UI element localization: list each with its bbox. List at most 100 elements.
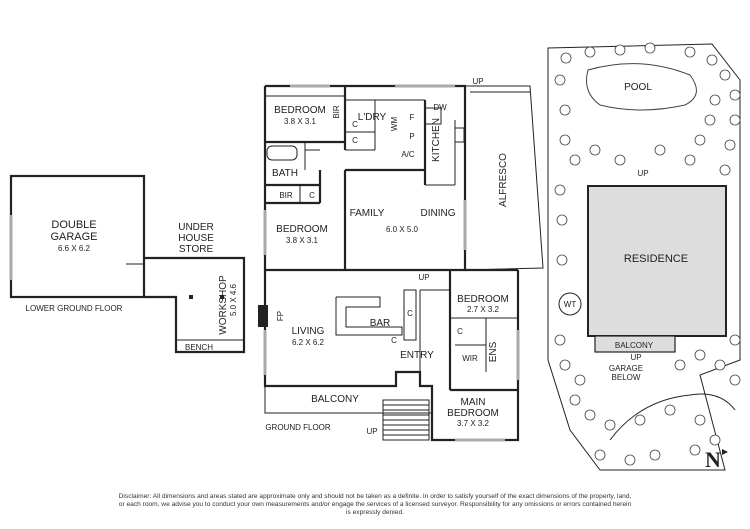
tree-icon bbox=[624, 454, 636, 466]
entry-label: ENTRY bbox=[400, 350, 434, 361]
family-label: FAMILY bbox=[350, 208, 385, 219]
balcony-rail bbox=[264, 386, 432, 414]
water-tank bbox=[558, 292, 582, 316]
site-up-label: UP bbox=[637, 169, 648, 178]
bar-cabinet bbox=[403, 289, 417, 341]
kitchen-label: KITCHEN bbox=[431, 118, 442, 162]
tree-icon bbox=[689, 444, 701, 456]
ground-floor: BEDROOM 3.8 X 3.1 BIR L'DRY C C WM F DW … bbox=[258, 77, 544, 442]
cupboard-label: C bbox=[457, 327, 463, 336]
driveway bbox=[609, 393, 736, 441]
garage-label: GARAGE bbox=[50, 231, 97, 243]
tree-icon bbox=[604, 419, 616, 431]
garage-below-label: GARAGE bbox=[609, 364, 643, 373]
dining-label: DINING bbox=[421, 208, 456, 219]
ens-label: ENS bbox=[488, 341, 499, 362]
bedroom-label: BEDROOM bbox=[276, 224, 328, 235]
pool bbox=[586, 63, 697, 111]
main-bedroom-size: 3.7 X 3.2 bbox=[457, 419, 490, 428]
north-arrow: N bbox=[705, 447, 721, 472]
bedroom-label: BEDROOM bbox=[274, 105, 326, 116]
site-up-label: UP bbox=[630, 353, 641, 362]
wir-label: WIR bbox=[462, 354, 478, 363]
main-bedroom-label: MAIN bbox=[461, 397, 486, 408]
store-label: HOUSE bbox=[178, 233, 214, 244]
balcony-label: BALCONY bbox=[311, 394, 359, 405]
cupboard-label: C bbox=[352, 120, 358, 129]
workshop-label: WORKSHOP bbox=[218, 275, 229, 335]
alfresco-label: ALFRESCO bbox=[498, 153, 509, 207]
tree-icon bbox=[614, 154, 626, 166]
post bbox=[220, 295, 224, 299]
tree-icon bbox=[684, 154, 696, 166]
tree-icon bbox=[560, 52, 572, 64]
tree-icon bbox=[694, 349, 706, 361]
site-plan: POOL RESIDENCE BALCONY WT GARAGE BELOW U… bbox=[547, 42, 741, 472]
tree-icon bbox=[644, 42, 656, 54]
tree-icon bbox=[614, 44, 626, 56]
fridge-space bbox=[424, 107, 442, 125]
residence bbox=[587, 185, 727, 337]
store-label: STORE bbox=[179, 244, 214, 255]
tree-icon bbox=[664, 404, 676, 416]
stairs bbox=[382, 399, 430, 441]
main-bedroom-label: BEDROOM bbox=[447, 408, 499, 419]
tree-icon bbox=[724, 139, 736, 151]
tree-icon bbox=[694, 414, 706, 426]
cupboard-label: C bbox=[391, 336, 397, 345]
tree-icon bbox=[694, 134, 706, 146]
under-house-store-walls bbox=[144, 256, 246, 354]
up-label: UP bbox=[366, 427, 377, 436]
trees bbox=[554, 42, 741, 466]
tree-icon bbox=[719, 69, 731, 81]
up-label: UP bbox=[418, 273, 429, 282]
workshop-size: 5.0 X 4.6 bbox=[229, 283, 238, 316]
tree-icon bbox=[569, 154, 581, 166]
tree-icon bbox=[584, 46, 596, 58]
cooktop bbox=[454, 127, 465, 143]
alfresco-outline bbox=[464, 85, 544, 271]
bir-label: BIR bbox=[332, 105, 341, 119]
garage-label: DOUBLE bbox=[51, 219, 96, 231]
tree-icon bbox=[589, 144, 601, 156]
lower-ground-floor: DOUBLE GARAGE 6.6 X 6.2 UNDER HOUSE STOR… bbox=[9, 174, 246, 354]
fireplace bbox=[258, 305, 268, 327]
tree-icon bbox=[559, 359, 571, 371]
tree-icon bbox=[559, 134, 571, 146]
tree-icon bbox=[554, 74, 566, 86]
tree-icon bbox=[709, 94, 721, 106]
site-balcony bbox=[594, 335, 676, 353]
store-label: UNDER bbox=[178, 222, 214, 233]
tree-icon bbox=[706, 54, 718, 66]
garage-size: 6.6 X 6.2 bbox=[58, 244, 91, 253]
family-size: 6.0 X 5.0 bbox=[386, 225, 419, 234]
tree-icon bbox=[556, 214, 568, 226]
pool-label: POOL bbox=[624, 82, 652, 93]
tree-icon bbox=[554, 184, 566, 196]
bir-label: BIR bbox=[279, 191, 293, 200]
bath-label: BATH bbox=[272, 168, 298, 179]
tree-icon bbox=[649, 449, 661, 461]
tree-icon bbox=[714, 359, 726, 371]
fridge-label: F bbox=[410, 113, 415, 122]
bedroom-size: 3.8 X 3.1 bbox=[284, 117, 317, 126]
site-boundary bbox=[547, 43, 741, 471]
up-label: UP bbox=[472, 77, 483, 86]
wm-label: WM bbox=[390, 117, 399, 132]
cupboard-label: C bbox=[352, 136, 358, 145]
garage-below-label: BELOW bbox=[612, 373, 641, 382]
tree-icon bbox=[729, 374, 741, 386]
pantry-label: P bbox=[409, 132, 414, 141]
cupboard-label: C bbox=[407, 309, 413, 318]
living-size: 6.2 X 6.2 bbox=[292, 338, 325, 347]
fp-label: FP bbox=[276, 311, 285, 321]
laundry-label: L'DRY bbox=[358, 112, 387, 123]
post bbox=[189, 295, 193, 299]
bathtub bbox=[266, 145, 298, 161]
tree-icon bbox=[574, 374, 586, 386]
tree-icon bbox=[634, 414, 646, 426]
tree-icon bbox=[674, 359, 686, 371]
north-pointer-icon bbox=[722, 449, 728, 455]
tree-icon bbox=[729, 334, 741, 346]
